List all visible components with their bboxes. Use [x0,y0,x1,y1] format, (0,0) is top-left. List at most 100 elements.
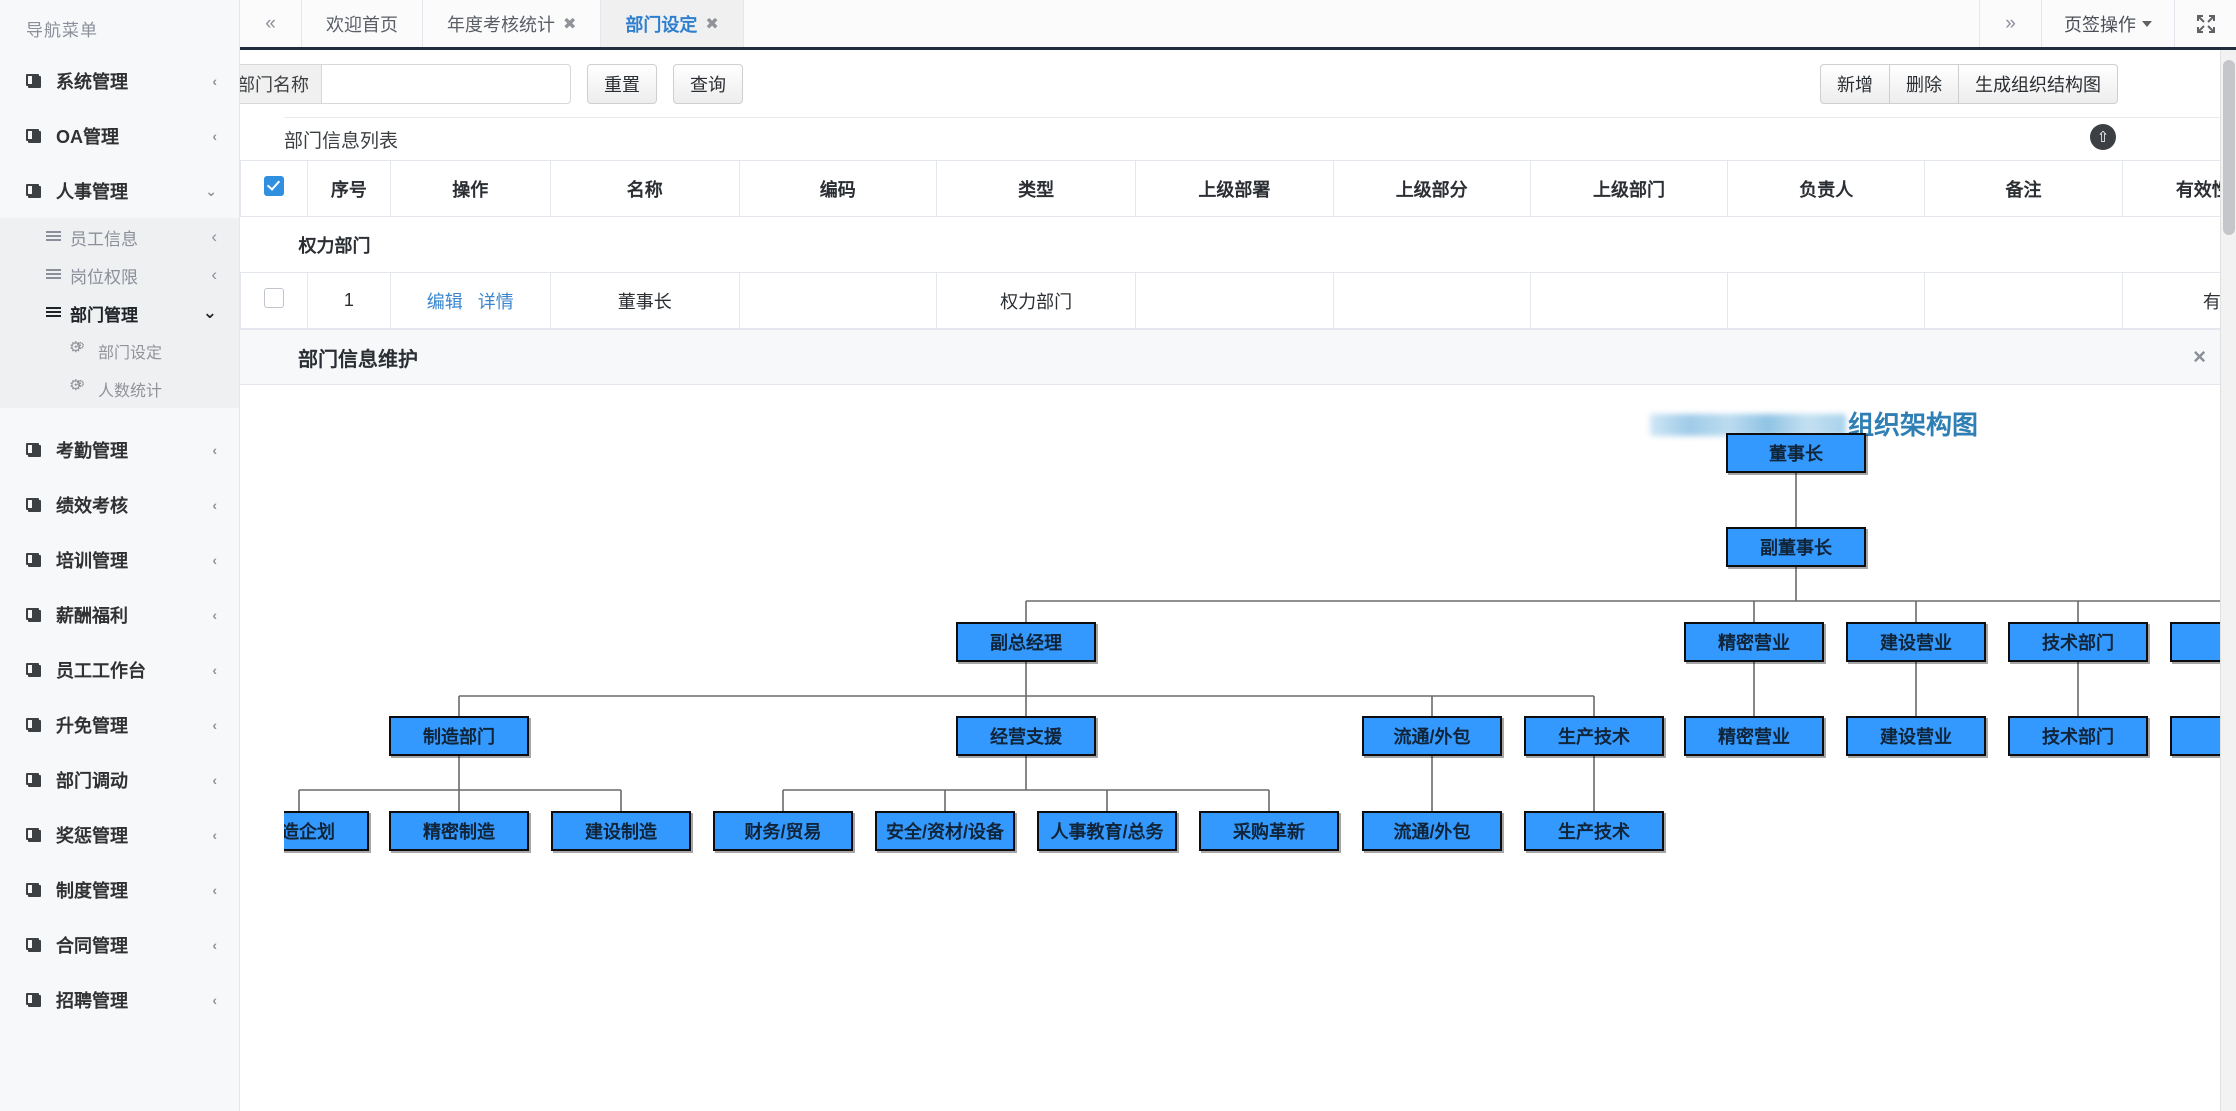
org-node[interactable]: 生产技术 [1524,716,1664,756]
org-node[interactable]: 精密营业 [1684,716,1824,756]
cell-actions: 编辑 详情 [389,272,552,329]
cell-name: 董事长 [550,272,740,329]
org-node[interactable]: 制造部门 [389,716,529,756]
org-node[interactable]: 制造企划 [284,811,369,851]
table-header-row: 序号 操作 名称 编码 类型 上级部署 上级部分 上级部门 负责人 备注 有效性… [240,160,2236,217]
chevron-left-icon: ‹ [212,936,217,953]
sidebar-item-employee-workbench[interactable]: 员工工作台 ‹ [0,642,239,697]
add-button[interactable]: 新增 [1820,64,1890,104]
column-header-valid[interactable]: 有效性标识 [2121,160,2236,217]
sidebar-item-reward-punishment[interactable]: 奖惩管理 ‹ [0,807,239,862]
sidebar-item-training-management[interactable]: 培训管理 ‹ [0,532,239,587]
close-icon[interactable]: ✖ [705,15,719,33]
sidebar-item-hr-management[interactable]: 人事管理 ⌄ [0,163,239,218]
book-icon [26,183,52,198]
sidebar-item-department-setup[interactable]: 部门设定 [0,332,239,370]
main-pane: « 欢迎首页 年度考核统计 ✖ 部门设定 ✖ » 页签操作 [240,0,2236,1111]
fullscreen-button[interactable] [2174,0,2236,47]
cell-remark [1924,272,2123,329]
column-header-index[interactable]: 序号 [307,160,391,217]
sidebar-subitem-label: 部门管理 [70,305,138,325]
org-node[interactable]: 副董事长 [1726,527,1866,567]
search-input[interactable] [321,63,571,104]
org-node[interactable]: 建设营业 [1846,622,1986,662]
org-node[interactable]: 财务/贸易 [713,811,853,851]
select-all-checkbox[interactable] [264,176,285,196]
org-node[interactable]: 精密营业 [1684,622,1824,662]
tab-scroll-right-button[interactable]: » [1979,0,2041,47]
sidebar-item-headcount-statistics[interactable]: 人数统计 [0,370,239,408]
delete-button[interactable]: 删除 [1890,64,1959,104]
row-checkbox[interactable] [264,288,285,308]
sidebar-item-contract-management[interactable]: 合同管理 ‹ [0,917,239,972]
department-name-label: 部门名称 [240,63,321,104]
sidebar-item-label: 系统管理 [56,71,128,92]
column-header-parent-dept[interactable]: 上级部门 [1529,160,1729,217]
tab-bar-right-controls: » 页签操作 [1979,0,2236,47]
column-header-code[interactable]: 编码 [738,160,937,217]
reset-button[interactable]: 重置 [587,63,657,104]
chevron-left-icon: ‹ [212,496,217,513]
org-node[interactable]: 建设制造 [551,811,691,851]
org-node[interactable]: 精密制造 [389,811,529,851]
org-node[interactable]: 技术部门 [2008,622,2148,662]
sidebar-item-attendance-management[interactable]: 考勤管理 ‹ [0,422,239,477]
generate-org-chart-button[interactable]: 生成组织结构图 [1959,64,2118,104]
sidebar-item-oa-management[interactable]: OA管理 ‹ [0,108,239,163]
sidebar-item-employee-info[interactable]: 员工信息 ‹ [0,218,239,256]
sidebar-item-recruitment-management[interactable]: 招聘管理 ‹ [0,972,239,1027]
tab-operations-dropdown[interactable]: 页签操作 [2041,0,2174,47]
cell-parent-part [1332,272,1531,329]
redacted-company-name [1649,414,1846,436]
org-node[interactable]: 建设营业 [1846,716,1986,756]
sidebar-item-policy-management[interactable]: 制度管理 ‹ [0,862,239,917]
tab-welcome-home[interactable]: 欢迎首页 [302,0,423,47]
refresh-icon[interactable]: ⇧ [2090,124,2116,150]
column-header-parent-part[interactable]: 上级部分 [1332,160,1531,217]
column-header-owner[interactable]: 负责人 [1727,160,1926,217]
column-header-action[interactable]: 操作 [389,160,552,217]
table-row[interactable]: 1 编辑 详情 董事长 权力部门 有效 [240,272,2236,329]
row-select-cell[interactable] [240,272,309,329]
org-node[interactable]: 经营支援 [956,716,1096,756]
vertical-scrollbar[interactable] [2220,50,2236,1111]
column-header-type[interactable]: 类型 [935,160,1137,217]
scrollbar-thumb[interactable] [2223,60,2235,235]
column-header-remark[interactable]: 备注 [1924,160,2123,217]
sidebar-item-performance-appraisal[interactable]: 绩效考核 ‹ [0,477,239,532]
book-icon [26,882,52,897]
column-header-name[interactable]: 名称 [550,160,740,217]
sidebar-item-position-permission[interactable]: 岗位权限 ‹ [0,256,239,294]
query-button[interactable]: 查询 [673,63,743,104]
detail-link[interactable]: 详情 [477,291,514,312]
bars-icon [46,265,70,285]
sidebar-item-compensation-benefits[interactable]: 薪酬福利 ‹ [0,587,239,642]
chevron-left-icon: ‹ [212,551,217,568]
close-icon[interactable]: × [2193,344,2206,369]
org-node[interactable]: 流通/外包 [1362,811,1502,851]
tab-scroll-left-button[interactable]: « [240,0,302,47]
edit-link[interactable]: 编辑 [426,291,463,312]
org-node[interactable]: 副总经理 [956,622,1096,662]
department-name-field: 部门名称 [240,63,571,104]
sidebar-item-promotion-management[interactable]: 升免管理 ‹ [0,697,239,752]
org-node[interactable]: 技术部门 [2008,716,2148,756]
tab-label: 欢迎首页 [326,14,398,35]
org-node[interactable]: 人事教育/总务 [1037,811,1177,851]
org-node[interactable]: 安全/资材/设备 [875,811,1015,851]
chevron-left-icon: ‹ [212,441,217,458]
org-node[interactable]: 生产技术 [1524,811,1664,851]
column-header-parent-deploy[interactable]: 上级部署 [1135,160,1334,217]
select-all-header[interactable] [240,160,309,217]
book-icon [26,937,52,952]
sidebar-item-department-management[interactable]: 部门管理 ⌄ [0,294,239,332]
close-icon[interactable]: ✖ [563,15,577,33]
org-node[interactable]: 董事长 [1726,433,1866,473]
tab-annual-appraisal-statistics[interactable]: 年度考核统计 ✖ [423,0,602,47]
org-node[interactable]: 流通/外包 [1362,716,1502,756]
book-icon [26,73,52,88]
tab-department-setup[interactable]: 部门设定 ✖ [601,0,744,47]
org-node[interactable]: 采购革新 [1199,811,1339,851]
sidebar-item-system-management[interactable]: 系统管理 ‹ [0,53,239,108]
sidebar-item-department-transfer[interactable]: 部门调动 ‹ [0,752,239,807]
